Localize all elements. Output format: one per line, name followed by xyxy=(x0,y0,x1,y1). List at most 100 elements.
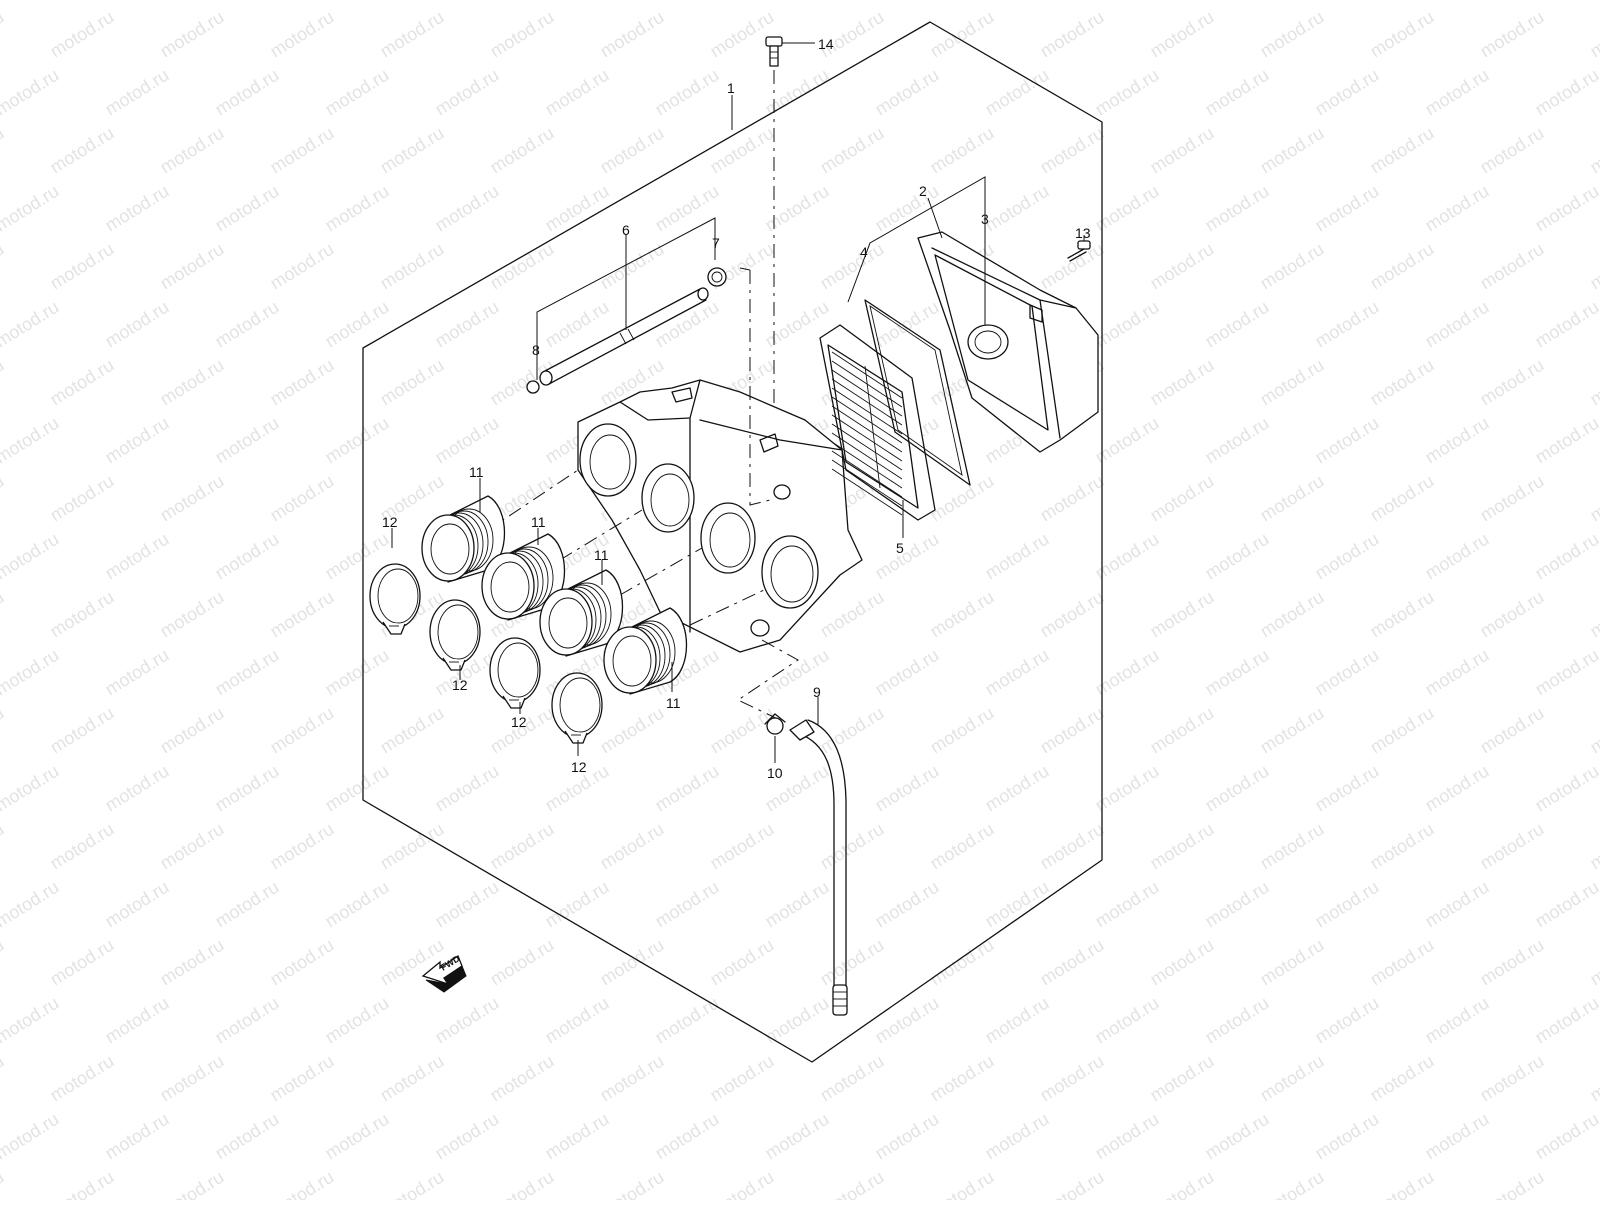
filter-louvre xyxy=(831,405,903,453)
watermark-text: motod.ru xyxy=(432,993,503,1048)
watermark-text: motod.ru xyxy=(1312,645,1383,700)
watermark-text: motod.ru xyxy=(927,7,998,62)
watermark-text: motod.ru xyxy=(157,7,228,62)
watermark-text: motod.ru xyxy=(0,1051,7,1106)
watermark-text: motod.ru xyxy=(652,181,723,236)
watermark-text: motod.ru xyxy=(927,703,998,758)
watermark-text: motod.ru xyxy=(0,0,62,3)
watermark-text: motod.ru xyxy=(1367,123,1438,178)
watermark-text: motod.ru xyxy=(1312,1109,1383,1164)
filter-louvre xyxy=(831,468,903,516)
watermark-text: motod.ru xyxy=(212,181,283,236)
watermark-text: motod.ru xyxy=(432,761,503,816)
watermark-text: motod.ru xyxy=(1587,935,1600,990)
watermark-text: motod.ru xyxy=(487,1051,558,1106)
callout-12-a: 12 xyxy=(382,514,398,530)
callout-12-b: 12 xyxy=(452,677,468,693)
watermark-text: motod.ru xyxy=(212,65,283,120)
watermark-text: motod.ru xyxy=(1037,123,1108,178)
watermark-text: motod.ru xyxy=(542,993,613,1048)
callout-11-a: 11 xyxy=(469,464,484,480)
callout-2: 2 xyxy=(919,183,927,199)
watermark-text: motod.ru xyxy=(652,993,723,1048)
watermark-text: motod.ru xyxy=(1147,7,1218,62)
watermark-text: motod.ru xyxy=(212,297,283,352)
callout-12-c: 12 xyxy=(511,714,527,730)
watermark-text: motod.ru xyxy=(872,0,943,3)
watermark-text: motod.ru xyxy=(1532,297,1600,352)
watermark-text: motod.ru xyxy=(1037,239,1108,294)
watermark-text: motod.ru xyxy=(1367,239,1438,294)
watermark-text: motod.ru xyxy=(1422,877,1493,932)
watermark-text: motod.ru xyxy=(1587,819,1600,874)
watermark-text: motod.ru xyxy=(1312,0,1383,3)
watermark-text: motod.ru xyxy=(377,935,448,990)
watermark-text: motod.ru xyxy=(157,587,228,642)
watermark-text: motod.ru xyxy=(267,355,338,410)
watermark-text: motod.ru xyxy=(597,239,668,294)
watermark-text: motod.ru xyxy=(47,471,118,526)
watermark-text: motod.ru xyxy=(597,1167,668,1200)
watermark-text: motod.ru xyxy=(1037,7,1108,62)
watermark-text: motod.ru xyxy=(872,645,943,700)
watermark-text: motod.ru xyxy=(1257,123,1328,178)
watermark-text: motod.ru xyxy=(487,239,558,294)
watermark-text: motod.ru xyxy=(1477,7,1548,62)
watermark-text: motod.ru xyxy=(377,7,448,62)
watermark-text: motod.ru xyxy=(1367,471,1438,526)
watermark-text: motod.ru xyxy=(927,1167,998,1200)
watermark-text: motod.ru xyxy=(432,297,503,352)
watermark-text: motod.ru xyxy=(1477,1167,1548,1200)
watermark-text: motod.ru xyxy=(322,0,393,3)
watermark-text: motod.ru xyxy=(47,123,118,178)
watermark-text: motod.ru xyxy=(432,413,503,468)
watermark-text: motod.ru xyxy=(1477,471,1548,526)
watermark-text: motod.ru xyxy=(872,65,943,120)
watermark-text: motod.ru xyxy=(0,587,7,642)
watermark-text: motod.ru xyxy=(1587,123,1600,178)
watermark-text: motod.ru xyxy=(1367,935,1438,990)
watermark-text: motod.ru xyxy=(1367,355,1438,410)
watermark-text: motod.ru xyxy=(47,1051,118,1106)
watermark-text: motod.ru xyxy=(212,993,283,1048)
watermark-text: motod.ru xyxy=(762,1109,833,1164)
watermark-text: motod.ru xyxy=(1532,993,1600,1048)
clamp-7 xyxy=(707,267,727,287)
watermark-text: motod.ru xyxy=(212,1109,283,1164)
watermark-text: motod.ru xyxy=(0,935,7,990)
watermark-text: motod.ru xyxy=(377,123,448,178)
watermark-text: motod.ru xyxy=(157,239,228,294)
watermark-text: motod.ru xyxy=(1257,1051,1328,1106)
watermark-text: motod.ru xyxy=(322,181,393,236)
watermark-text: motod.ru xyxy=(47,819,118,874)
watermark-text: motod.ru xyxy=(1532,645,1600,700)
watermark-text: motod.ru xyxy=(1422,413,1493,468)
watermark-text: motod.ru xyxy=(102,877,173,932)
drain-tube xyxy=(539,287,709,386)
watermark-text: motod.ru xyxy=(0,1109,62,1164)
watermark-text: motod.ru xyxy=(1147,819,1218,874)
watermark-text: motod.ru xyxy=(432,181,503,236)
callout-11-d: 11 xyxy=(666,695,681,711)
watermark-text: motod.ru xyxy=(0,65,62,120)
watermark-text: motod.ru xyxy=(982,993,1053,1048)
watermark-text: motod.ru xyxy=(1147,239,1218,294)
watermark-text: motod.ru xyxy=(267,819,338,874)
watermark-text: motod.ru xyxy=(1587,1051,1600,1106)
watermark-text: motod.ru xyxy=(102,65,173,120)
watermark-text: motod.ru xyxy=(1092,1109,1163,1164)
clamp-8 xyxy=(526,380,540,394)
intake-boots xyxy=(421,495,688,695)
watermark-text: motod.ru xyxy=(1257,239,1328,294)
watermark-text: motod.ru xyxy=(707,819,778,874)
watermark-text: motod.ru xyxy=(1257,471,1328,526)
watermark-text: motod.ru xyxy=(927,819,998,874)
watermark-text: motod.ru xyxy=(1587,7,1600,62)
callout-11-b: 11 xyxy=(531,514,546,530)
watermark-text: motod.ru xyxy=(1587,471,1600,526)
watermark-text: motod.ru xyxy=(1532,877,1600,932)
watermark-text: motod.ru xyxy=(1092,0,1163,3)
watermark-text: motod.ru xyxy=(1532,413,1600,468)
watermark-text: motod.ru xyxy=(1422,1109,1493,1164)
watermark-text: motod.ru xyxy=(707,935,778,990)
